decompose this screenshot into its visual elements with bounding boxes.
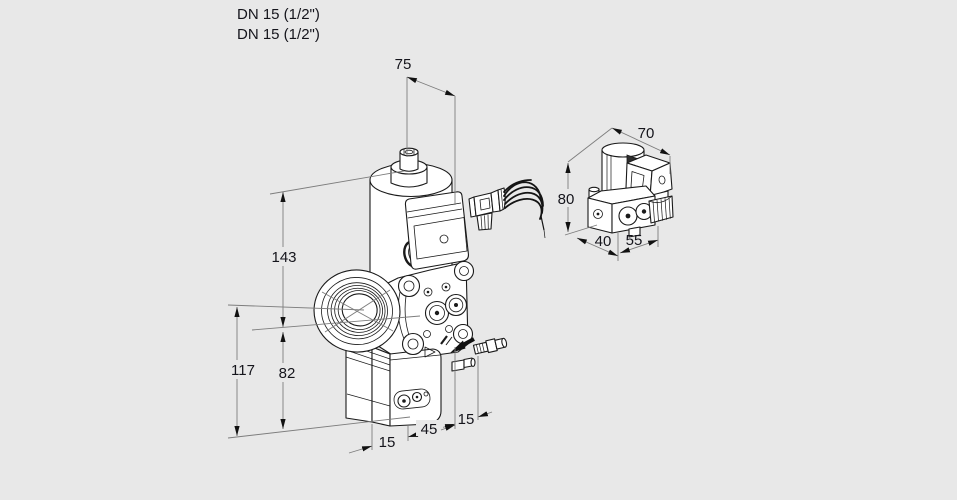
dimension-label-70: 70 <box>638 125 655 142</box>
front-ports <box>423 282 468 358</box>
flow-direction-triangle-icon <box>424 346 436 358</box>
dimension-label-15-right: 15 <box>458 411 475 428</box>
dn-size-line1: DN 15 (1/2") <box>237 6 320 23</box>
side-view-drawing <box>587 142 674 238</box>
main-valve-drawing <box>313 147 546 427</box>
connector-wires <box>503 179 546 239</box>
dimension-label-82: 82 <box>279 365 296 382</box>
cable-plug-connector <box>468 179 546 239</box>
stem-cap <box>390 147 428 188</box>
test-point-screw <box>472 337 508 355</box>
bottom-block <box>345 337 442 427</box>
dimension-label-117: 117 <box>231 362 255 379</box>
dimension-label-15-left: 15 <box>379 434 396 451</box>
nameplate-plate <box>404 191 469 270</box>
main-view-dimensions: 75 143 82 117 15 45 15 <box>225 56 493 454</box>
body-test-nipple <box>451 357 476 372</box>
dimension-label-45: 45 <box>421 421 438 438</box>
test-point-arrow-icon <box>450 337 475 353</box>
side-body-block <box>587 185 656 238</box>
dimension-label-75: 75 <box>395 56 412 73</box>
dn-size-line2: DN 15 (1/2") <box>237 26 320 43</box>
side-view-dimensions: 70 80 40 55 <box>556 125 671 261</box>
dimension-label-80: 80 <box>558 191 575 208</box>
dimension-label-55: 55 <box>626 232 643 249</box>
dimension-label-143: 143 <box>271 249 296 266</box>
dimension-label-40: 40 <box>595 233 612 250</box>
flange-bolts <box>397 260 475 356</box>
side-knurled-knob <box>648 195 674 224</box>
